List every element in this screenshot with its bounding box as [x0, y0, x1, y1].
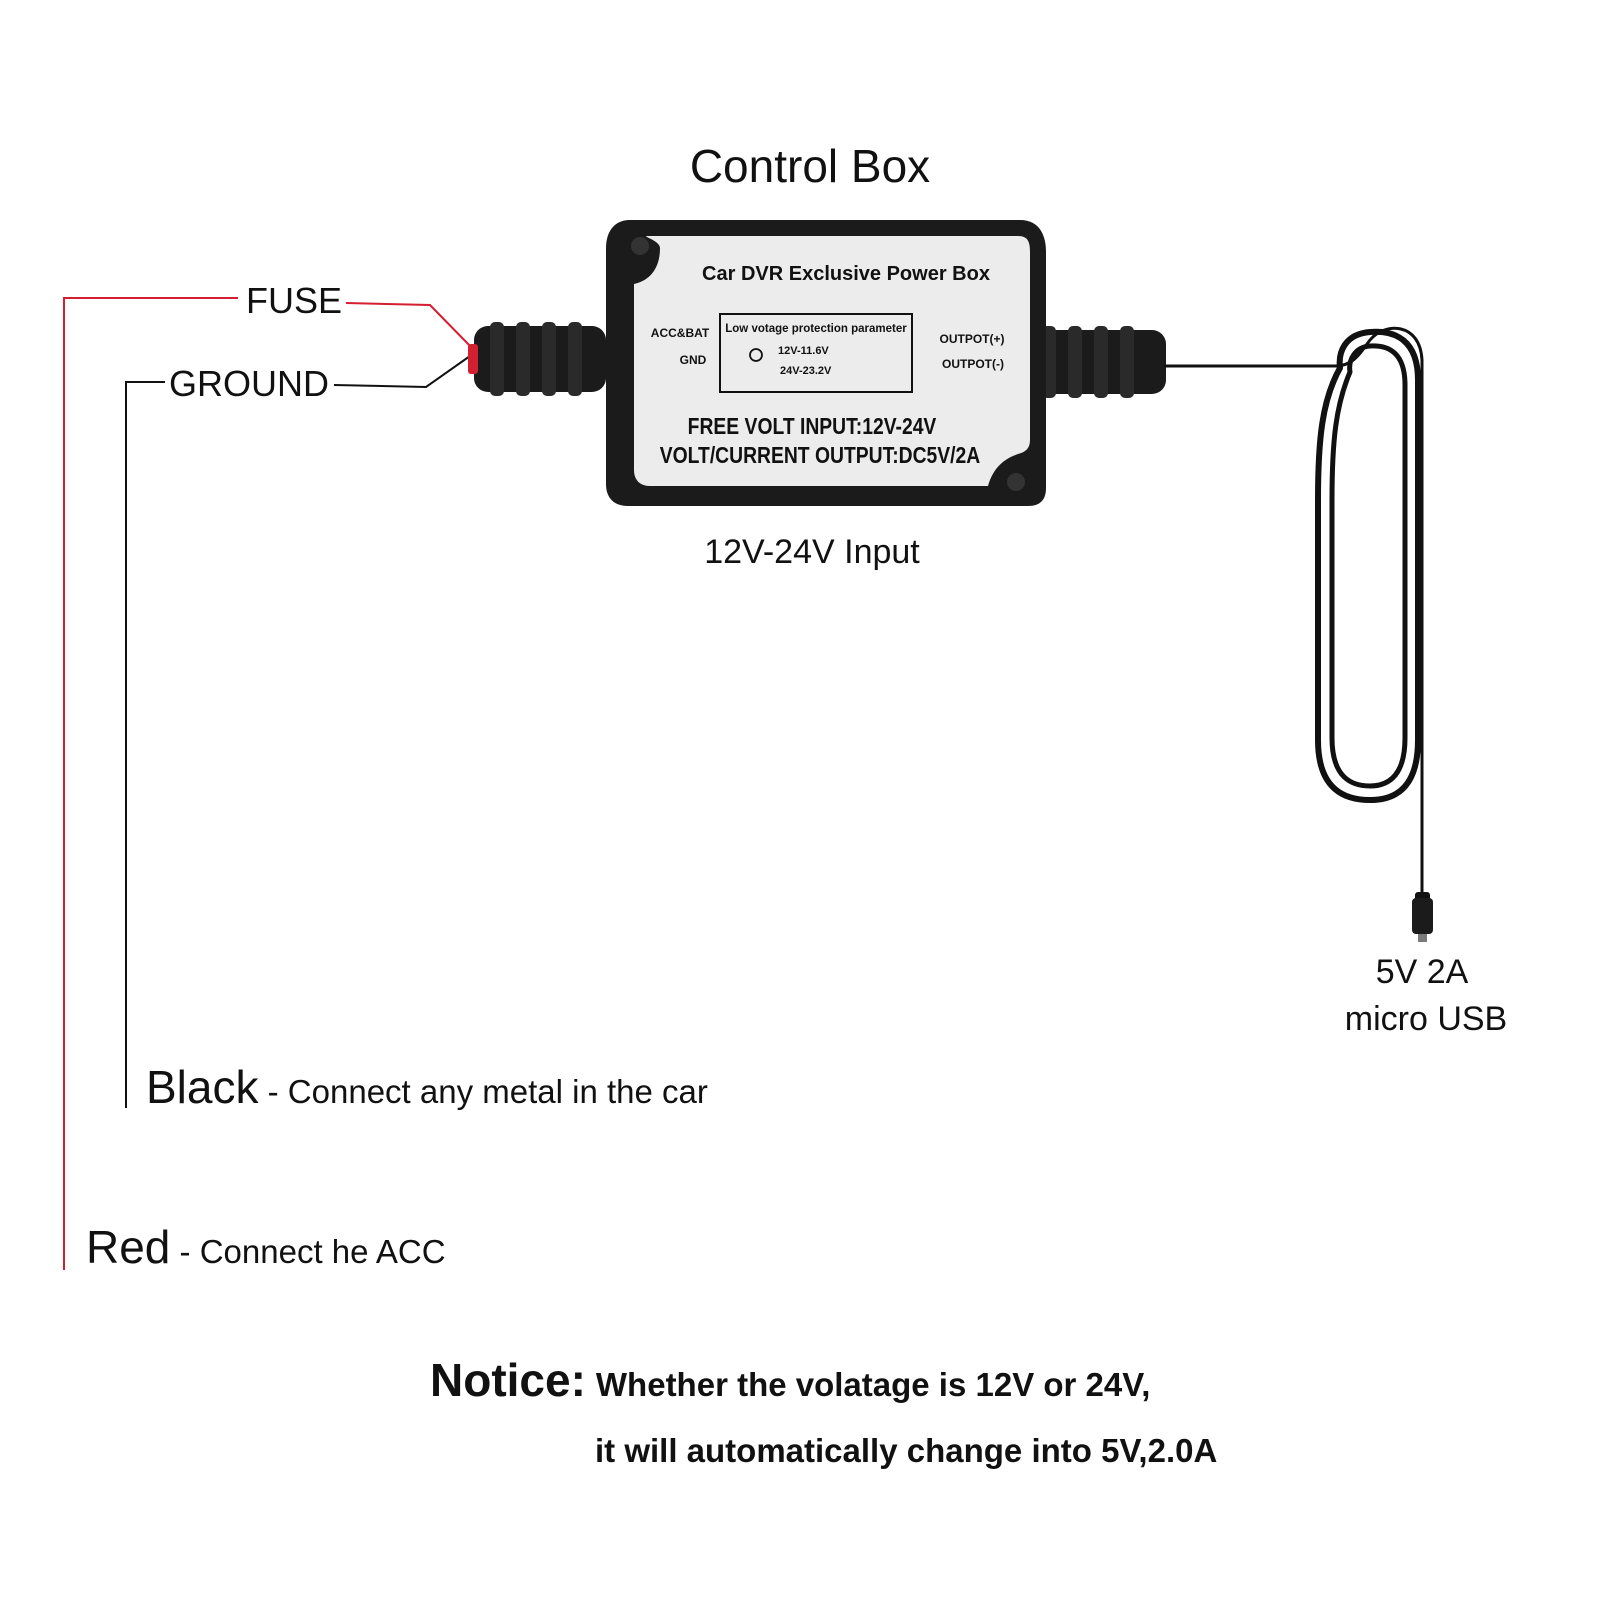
label-panel	[634, 236, 1030, 486]
box-gnd-label: GND	[680, 353, 707, 367]
box-param-12v: 12V-11.6V	[778, 345, 829, 357]
left-wires	[63, 297, 475, 1270]
box-brand-text: Car DVR Exclusive Power Box	[702, 263, 990, 285]
notice-label: Notice:	[430, 1354, 586, 1406]
red-wire-description: Red - Connect he ACC	[86, 1221, 446, 1273]
red-wire-color: Red	[86, 1221, 170, 1273]
box-param-24v: 24V-23.2V	[780, 365, 832, 377]
black-wire-ground-lead	[333, 355, 471, 389]
parameter-frame	[719, 313, 913, 393]
fuse-label: FUSE	[246, 280, 342, 321]
black-wire-color: Black	[146, 1061, 259, 1113]
red-wire-fuse-lead	[345, 302, 475, 351]
box-output-plus-label: OUTPOT(+)	[940, 332, 1005, 346]
box-output-spec: VOLT/CURRENT OUTPUT:DC5V/2A	[660, 442, 980, 468]
ground-label: GROUND	[169, 363, 329, 404]
usb-cable	[1164, 326, 1424, 902]
usb-spec-label: 5V 2A	[1376, 953, 1469, 991]
input-caption: 12V-24V Input	[704, 533, 920, 571]
corner-screw-top-left	[631, 237, 649, 255]
micro-usb-plug	[1412, 892, 1433, 942]
black-wire-description: Black - Connect any metal in the car	[146, 1061, 708, 1113]
red-wire-instruction: - Connect he ACC	[170, 1233, 445, 1270]
notice-line-1: Whether the volatage is 12V or 24V,	[596, 1366, 1151, 1403]
box-acc-bat-label: ACC&BAT	[651, 326, 710, 340]
diagram-title: Control Box	[690, 140, 930, 192]
left-strain-relief	[468, 322, 606, 396]
box-input-spec: FREE VOLT INPUT:12V-24V	[688, 413, 937, 439]
control-box	[606, 220, 1046, 506]
notice-block: Notice: Whether the volatage is 12V or 24…	[430, 1354, 1150, 1406]
box-output-minus-label: OUTPOT(-)	[942, 357, 1004, 371]
right-strain-relief	[1030, 326, 1166, 398]
usb-type-label: micro USB	[1345, 1000, 1507, 1038]
black-wire	[125, 381, 165, 1108]
red-wire	[63, 297, 238, 1270]
notice-line-2: it will automatically change into 5V,2.0…	[595, 1432, 1217, 1469]
black-wire-instruction: - Connect any metal in the car	[258, 1073, 707, 1110]
indicator-circle	[749, 348, 763, 362]
corner-screw-bottom-right	[1007, 473, 1025, 491]
box-param-title: Low votage protection parameter	[725, 323, 907, 335]
